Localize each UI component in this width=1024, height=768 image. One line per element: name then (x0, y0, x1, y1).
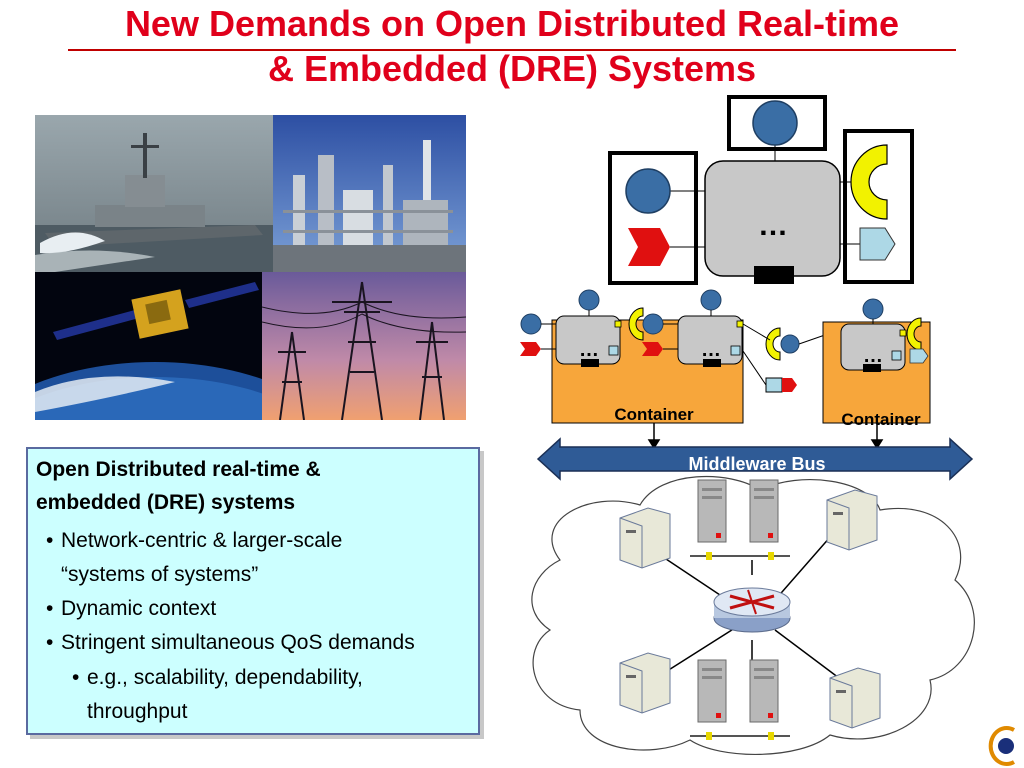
dre-summary-box: Open Distributed real-time & embedded (D… (26, 447, 480, 735)
title-underline (68, 49, 956, 51)
satellite-photo (35, 272, 265, 420)
server-icon (697, 659, 727, 723)
server-icon (619, 507, 671, 569)
middleware-bus (536, 437, 974, 481)
sub-bullet-examples-cont: throughput (87, 700, 188, 723)
power-lines-photo (262, 272, 466, 420)
lan-connector (768, 732, 774, 740)
server-icon (619, 652, 671, 714)
slide-title-line-1: New Demands on Open Distributed Real-tim… (124, 3, 900, 44)
router-icon (713, 587, 791, 633)
component-ellipsis: … (758, 209, 788, 242)
lan-connector (706, 552, 712, 560)
bullet-dynamic-context: Dynamic context (61, 597, 217, 620)
lan-connector (706, 732, 712, 740)
box-heading-line-2: embedded (DRE) systems (36, 491, 296, 514)
server-icon (697, 479, 727, 543)
bullet-network-centric: Network-centric & larger-scale (61, 529, 343, 552)
server-icon (749, 659, 779, 723)
server-icon (826, 489, 878, 551)
container-left (520, 289, 744, 424)
slide-title-line-2: & Embedded (DRE) Systems (267, 48, 757, 89)
refinery-photo (273, 115, 466, 272)
bullet-qos-demands: Stringent simultaneous QoS demands (61, 631, 415, 654)
bullet-marker: • (46, 597, 54, 620)
inter-container-connection (742, 323, 846, 393)
sub-bullet-marker: • (72, 666, 80, 689)
component-ellipsis: … (579, 339, 599, 361)
destroyer-photo (35, 115, 273, 275)
component-ellipsis: … (863, 345, 883, 367)
lan-connector (768, 552, 774, 560)
box-heading-line-1: Open Distributed real-time & (36, 458, 321, 481)
container-label-right: Container (841, 410, 921, 429)
bus-arrows (647, 423, 884, 450)
container-label-left: Container (614, 405, 694, 424)
logo-icon (988, 726, 1015, 766)
container-right (822, 298, 931, 424)
middleware-bus-label: Middleware Bus (688, 454, 825, 474)
server-icon (829, 667, 881, 729)
bullet-network-centric-cont: “systems of systems” (61, 563, 259, 586)
bullet-marker: • (46, 529, 54, 552)
sub-bullet-examples: e.g., scalability, dependability, (87, 666, 363, 689)
server-icon (749, 479, 779, 543)
component-assembly (608, 95, 914, 285)
component-ellipsis: … (701, 339, 721, 361)
bullet-marker: • (46, 631, 54, 654)
